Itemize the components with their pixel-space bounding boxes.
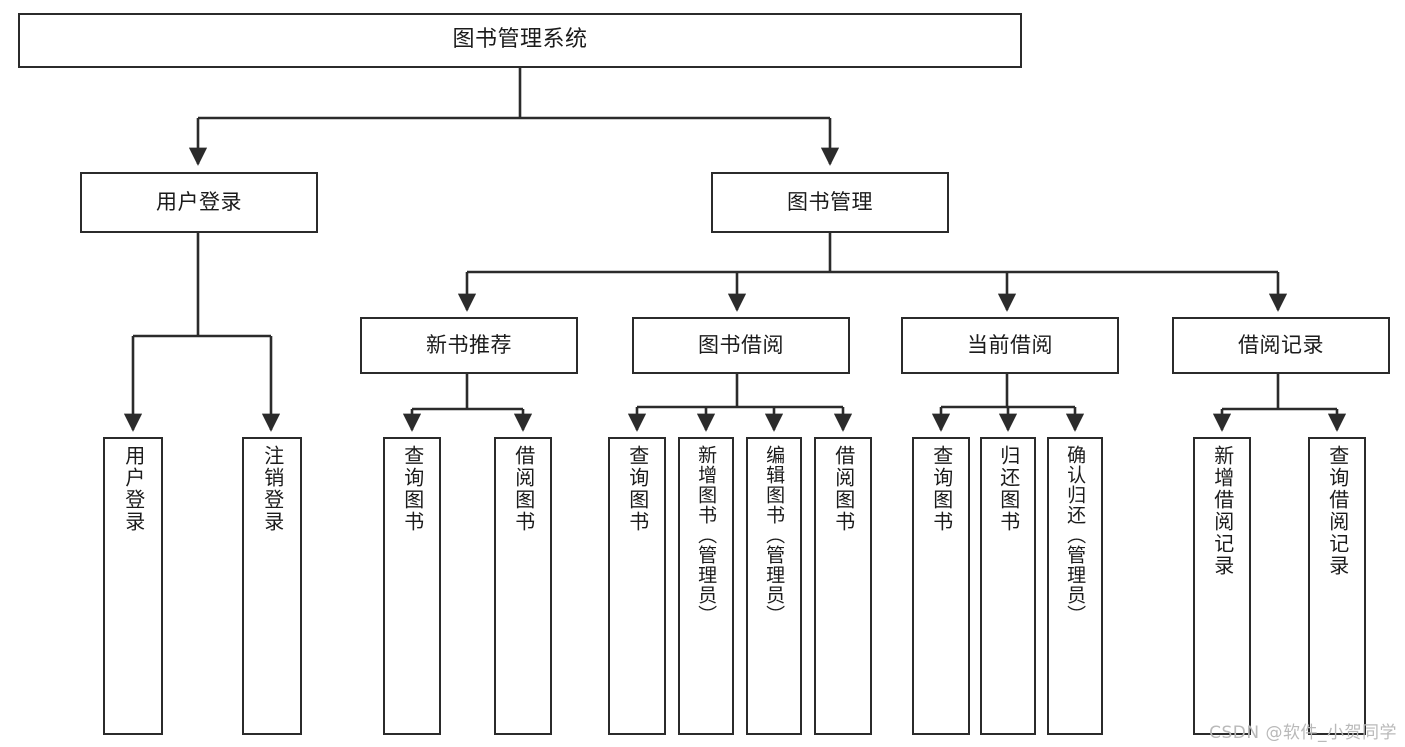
leaf-query-book-recommend[interactable]: 查询图书 [383, 437, 441, 735]
node-current-borrow[interactable]: 当前借阅 [901, 317, 1119, 374]
leaf-edit-book-admin[interactable]: 编辑图书（管理员） [746, 437, 802, 735]
leaf-query-borrow-record[interactable]: 查询借阅记录 [1308, 437, 1366, 735]
leaf-label: 注销登录 [260, 445, 285, 533]
leaf-label: 借阅图书 [511, 445, 536, 533]
node-label: 图书管理 [787, 189, 873, 214]
node-label: 借阅记录 [1238, 332, 1324, 357]
node-label: 用户登录 [156, 189, 242, 214]
leaf-query-book-current[interactable]: 查询图书 [912, 437, 970, 735]
leaf-label: 查询图书 [400, 445, 425, 533]
leaf-label: 编辑图书（管理员） [763, 445, 786, 625]
leaf-label: 确认归还（管理员） [1064, 445, 1087, 625]
node-label: 新书推荐 [426, 332, 512, 357]
leaf-user-login[interactable]: 用户登录 [103, 437, 163, 735]
leaf-label: 用户登录 [121, 445, 146, 533]
node-label: 图书借阅 [698, 332, 784, 357]
leaf-confirm-return-admin[interactable]: 确认归还（管理员） [1047, 437, 1103, 735]
leaf-label: 查询借阅记录 [1325, 445, 1350, 577]
leaf-label: 归还图书 [996, 445, 1021, 533]
leaf-label: 借阅图书 [831, 445, 856, 533]
leaf-logout[interactable]: 注销登录 [242, 437, 302, 735]
node-root-book-management-system[interactable]: 图书管理系统 [18, 13, 1022, 68]
node-borrow-record[interactable]: 借阅记录 [1172, 317, 1390, 374]
node-book-borrow[interactable]: 图书借阅 [632, 317, 850, 374]
node-label: 图书管理系统 [452, 27, 588, 53]
node-user-login[interactable]: 用户登录 [80, 172, 318, 233]
leaf-borrow-book-recommend[interactable]: 借阅图书 [494, 437, 552, 735]
leaf-borrow-book[interactable]: 借阅图书 [814, 437, 872, 735]
leaf-return-book[interactable]: 归还图书 [980, 437, 1036, 735]
watermark: CSDN @软件_小贺同学 [1209, 723, 1397, 743]
node-book-management[interactable]: 图书管理 [711, 172, 949, 233]
leaf-add-book-admin[interactable]: 新增图书（管理员） [678, 437, 734, 735]
node-label: 当前借阅 [967, 332, 1053, 357]
node-new-book-recommend[interactable]: 新书推荐 [360, 317, 578, 374]
leaf-label: 查询图书 [929, 445, 954, 533]
leaf-query-book-borrow[interactable]: 查询图书 [608, 437, 666, 735]
leaf-label: 新增借阅记录 [1210, 445, 1235, 577]
leaf-add-borrow-record[interactable]: 新增借阅记录 [1193, 437, 1251, 735]
leaf-label: 查询图书 [625, 445, 650, 533]
leaf-label: 新增图书（管理员） [695, 445, 718, 625]
